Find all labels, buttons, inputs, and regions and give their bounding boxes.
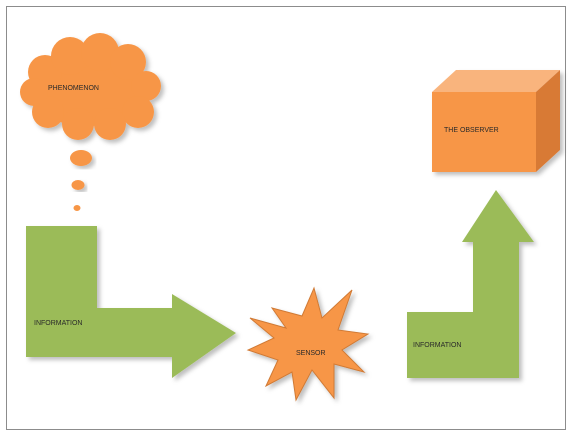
cube-side-face — [536, 70, 560, 172]
sensor-starburst — [246, 286, 370, 402]
information-arrow-right — [407, 190, 534, 378]
observer-cube — [432, 70, 560, 172]
thought-bubble-medium — [71, 180, 85, 190]
information-arrow-left — [26, 226, 236, 378]
cube-front-face — [432, 92, 536, 172]
thought-bubble-large — [70, 150, 92, 166]
phenomenon-cloud — [20, 33, 161, 140]
information-left-label: INFORMATION — [34, 320, 82, 327]
thought-bubble-small — [73, 205, 81, 211]
information-right-label: INFORMATION — [413, 342, 461, 349]
phenomenon-label: PHENOMENON — [48, 85, 99, 92]
observer-label: THE OBSERVER — [444, 127, 499, 134]
sensor-label: SENSOR — [296, 350, 326, 357]
cube-top-face — [432, 70, 560, 92]
